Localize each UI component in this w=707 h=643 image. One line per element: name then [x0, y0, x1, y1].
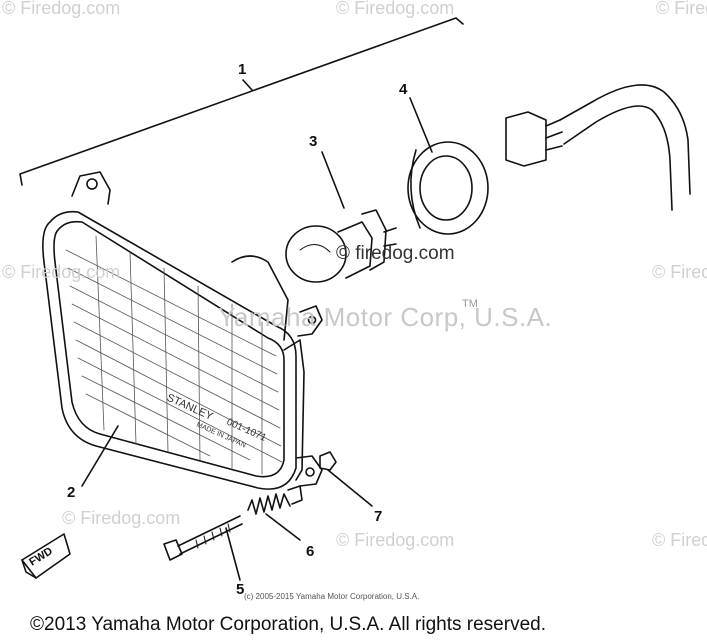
watermark-top-right: © Firedog.com [656, 0, 707, 18]
callout-1: 1 [238, 61, 247, 78]
callout-6-leader [265, 513, 301, 541]
watermark-tm: TM [462, 298, 478, 310]
callout-2: 2 [67, 484, 76, 501]
callout-6: 6 [306, 543, 315, 560]
screw-shaft [177, 515, 243, 555]
callout-4-leader [409, 97, 433, 153]
connector [505, 84, 691, 211]
lens-inner [53, 220, 285, 478]
bottom-mounting-tab [295, 455, 323, 487]
right-mounting-tab [297, 305, 323, 337]
bulb-neck [337, 221, 373, 279]
watermark-mid-right: © Firedog.com [652, 262, 707, 282]
bottom-tab-hole [305, 467, 315, 477]
copyright-notice: ©2013 Yamaha Motor Corporation, U.S.A. A… [30, 614, 546, 635]
spring-cap [287, 485, 303, 505]
bulb-glass [285, 225, 347, 283]
callout-5: 5 [236, 581, 245, 598]
watermark-center: © firedog.com [336, 243, 455, 264]
callout-7: 7 [374, 508, 383, 525]
watermark-bottom-right: © Firedog.com [652, 530, 707, 550]
bulb-terminal-a [383, 227, 397, 233]
nut-body [319, 451, 337, 471]
housing-rim [283, 339, 305, 481]
lens-pattern [65, 235, 283, 475]
fwd-label: FWD [27, 545, 55, 568]
top-tab-hole [86, 178, 98, 190]
callout-2-leader [81, 425, 119, 487]
headlight-unit [42, 171, 323, 490]
adjusting-screw [163, 515, 243, 581]
nut [319, 451, 373, 507]
callout-5-leader [225, 527, 241, 581]
bulb-terminal-b [383, 243, 397, 247]
spring [247, 485, 303, 541]
ring-side [410, 149, 421, 229]
assembly-bracket-line [19, 17, 464, 186]
ring-inner [419, 155, 473, 221]
spring-coil [247, 493, 291, 515]
callout-3-leader [321, 151, 345, 209]
screw-head [163, 539, 183, 561]
lens-outer [42, 210, 297, 490]
callout-7-leader [327, 469, 373, 507]
connector-body [505, 111, 547, 167]
wire-bundle-outer [563, 105, 673, 211]
watermark-mid-left: © Firedog.com [2, 262, 121, 282]
socket-ring [407, 97, 489, 235]
lens-text-stanley: STANLEY [165, 392, 216, 423]
ring-outer [407, 141, 489, 235]
callout-1-leader [242, 79, 253, 91]
bulb [285, 151, 397, 283]
watermark-brand-overlay: Yamaha Motor Corp, U.S.A. [218, 302, 553, 332]
small-credit: (c) 2005-2015 Yamaha Motor Corporation, … [244, 592, 420, 601]
wire-bundle [559, 84, 691, 195]
watermark-bottom-center: © Firedog.com [336, 530, 455, 550]
right-tab-hole [307, 315, 317, 325]
top-mounting-tab [71, 171, 111, 205]
watermark-bottom-left: © Firedog.com [62, 508, 181, 528]
watermark-top-center: © Firedog.com [336, 0, 455, 18]
callout-4: 4 [399, 81, 408, 98]
screw-thread [195, 523, 231, 549]
housing-back [231, 255, 289, 341]
filament [299, 244, 331, 253]
watermark-top-left: © Firedog.com [2, 0, 121, 18]
connector-pins [545, 119, 563, 151]
bulb-flange [361, 209, 387, 271]
fwd-arrow [21, 533, 71, 579]
callout-3: 3 [309, 133, 318, 150]
